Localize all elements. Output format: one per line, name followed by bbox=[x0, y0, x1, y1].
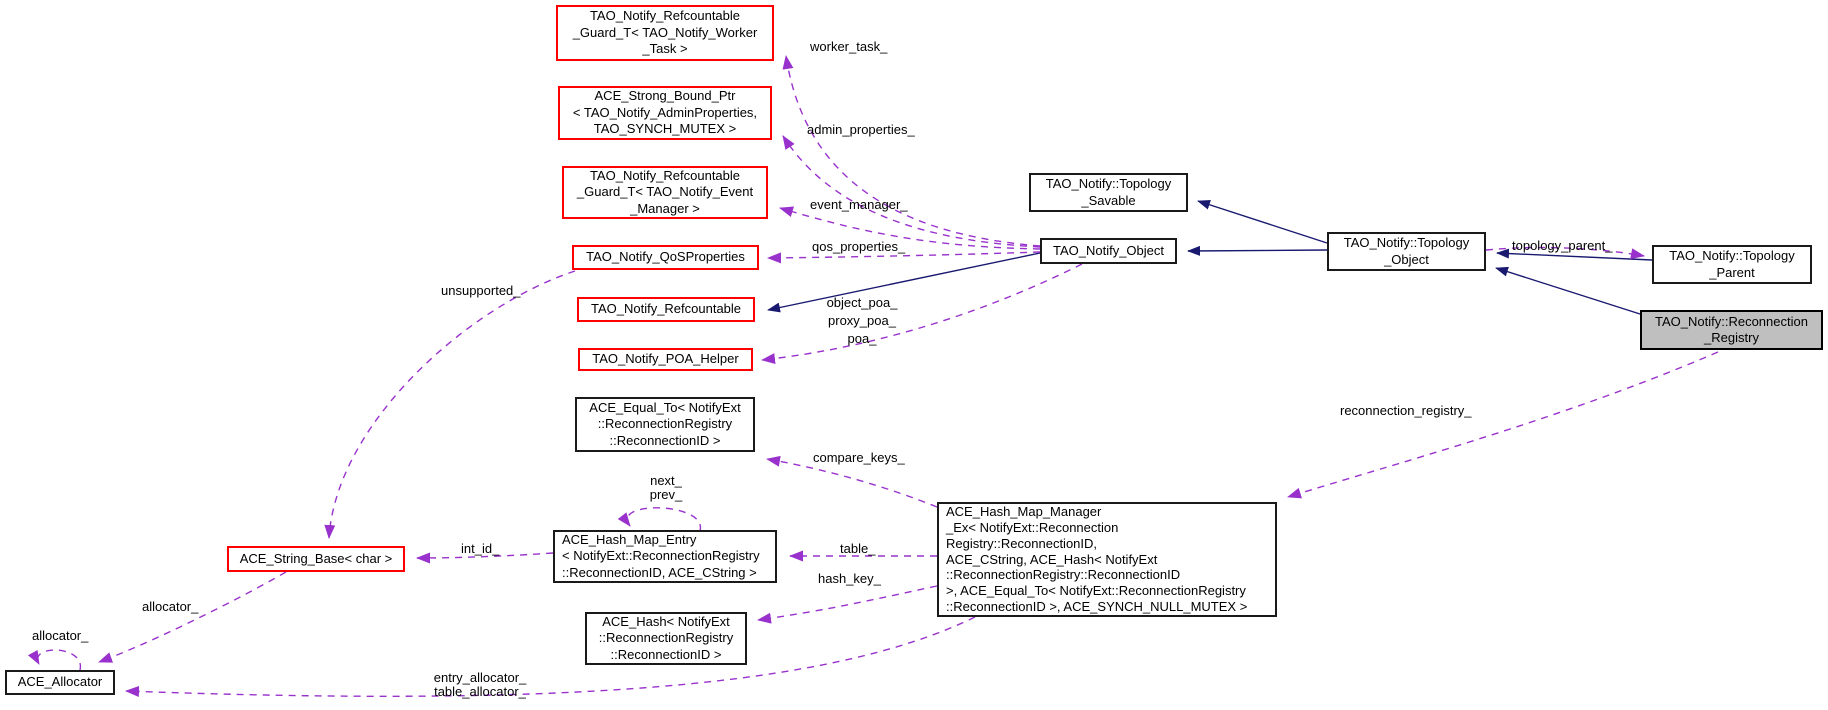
edge-label-allocator: allocator_ bbox=[142, 599, 199, 614]
edge-topology-object-inherits-notify-object bbox=[1187, 245, 1328, 256]
edge-object-inherits-refcountable bbox=[767, 252, 1041, 313]
edge-label-event-manager: event_manager_ bbox=[810, 197, 908, 212]
edge-label-object-poa: object_poa_ proxy_poa_ poa_ bbox=[826, 295, 898, 346]
edge-label-table: table_ bbox=[840, 541, 876, 556]
edge-label-compare-keys: compare_keys_ bbox=[813, 450, 905, 465]
node-tao-notify-refcountable: TAO_Notify_Refcountable bbox=[577, 297, 755, 322]
edge-event-manager bbox=[779, 206, 1041, 250]
edge-label-hash-key: hash_key_ bbox=[818, 571, 881, 586]
node-ace-string-base: ACE_String_Base< char > bbox=[227, 546, 405, 572]
edge-label-topology-parent: topology_parent_ bbox=[1512, 238, 1613, 253]
node-tao-notify-refcountable-guard-worker-task: TAO_Notify_Refcountable _Guard_T< TAO_No… bbox=[556, 5, 774, 61]
node-tao-notify-object[interactable]: TAO_Notify_Object bbox=[1040, 238, 1177, 264]
node-tao-notify-poa-helper: TAO_Notify_POA_Helper bbox=[578, 348, 753, 371]
edge-label-worker-task: worker_task_ bbox=[810, 39, 888, 54]
edge-label-int-id: int_id_ bbox=[461, 541, 500, 556]
edge-worker-task bbox=[782, 55, 1041, 247]
edge-label-allocator-self: allocator_ bbox=[32, 628, 89, 643]
edge-label-admin-properties: admin_properties_ bbox=[807, 122, 915, 137]
node-tao-notify-reconnection-registry: TAO_Notify::Reconnection _Registry bbox=[1640, 310, 1823, 350]
node-tao-notify-topology-object[interactable]: TAO_Notify::Topology _Object bbox=[1327, 232, 1486, 271]
edge-reconnection-registry-inherits-topology-object bbox=[1495, 266, 1641, 315]
edge-label-qos-properties: qos_properties_ bbox=[812, 239, 906, 254]
node-tao-notify-qosproperties: TAO_Notify_QoSProperties bbox=[572, 245, 759, 270]
node-ace-allocator[interactable]: ACE_Allocator bbox=[5, 670, 115, 695]
edge-qos-properties bbox=[767, 251, 1041, 264]
node-ace-strong-bound-ptr: ACE_Strong_Bound_Ptr < TAO_Notify_AdminP… bbox=[558, 86, 772, 140]
edge-topology-parent-inherits-topology-object bbox=[1496, 248, 1653, 261]
node-ace-equal-to[interactable]: ACE_Equal_To< NotifyExt ::ReconnectionRe… bbox=[575, 397, 755, 452]
node-tao-notify-topology-parent[interactable]: TAO_Notify::Topology _Parent bbox=[1652, 245, 1812, 284]
edge-hash-key bbox=[757, 585, 938, 624]
edge-allocator-selfloop bbox=[27, 649, 81, 671]
edge-object-poa bbox=[761, 263, 1083, 365]
edge-next-prev-selfloop bbox=[617, 507, 701, 532]
node-ace-hash[interactable]: ACE_Hash< NotifyExt ::ReconnectionRegist… bbox=[585, 612, 747, 665]
edge-allocator bbox=[98, 571, 287, 663]
edge-topology-parent-member bbox=[1485, 246, 1645, 260]
node-ace-hash-map-manager-ex[interactable]: ACE_Hash_Map_Manager _Ex< NotifyExt::Rec… bbox=[937, 502, 1277, 617]
edge-unsupported bbox=[324, 270, 576, 539]
edge-topology-object-inherits-savable bbox=[1197, 199, 1328, 244]
node-ace-hash-map-entry[interactable]: ACE_Hash_Map_Entry < NotifyExt::Reconnec… bbox=[553, 530, 777, 583]
node-tao-notify-topology-savable[interactable]: TAO_Notify::Topology _Savable bbox=[1029, 173, 1188, 212]
edge-label-entry-table-allocator: entry_allocator_ table_allocator_ bbox=[433, 670, 527, 699]
edge-admin-properties bbox=[782, 135, 1041, 248]
edge-entry-table-allocator bbox=[125, 616, 976, 697]
edge-compare-keys bbox=[766, 455, 938, 508]
edge-reconnection-registry-member bbox=[1287, 351, 1719, 499]
edge-label-reconnection-registry: reconnection_registry_ bbox=[1340, 403, 1472, 418]
edge-label-unsupported: unsupported_ bbox=[441, 283, 521, 298]
edge-label-next-prev: next_ prev_ bbox=[649, 473, 683, 502]
node-tao-notify-refcountable-guard-event-manager: TAO_Notify_Refcountable _Guard_T< TAO_No… bbox=[562, 166, 768, 219]
edge-int-id bbox=[416, 552, 554, 564]
